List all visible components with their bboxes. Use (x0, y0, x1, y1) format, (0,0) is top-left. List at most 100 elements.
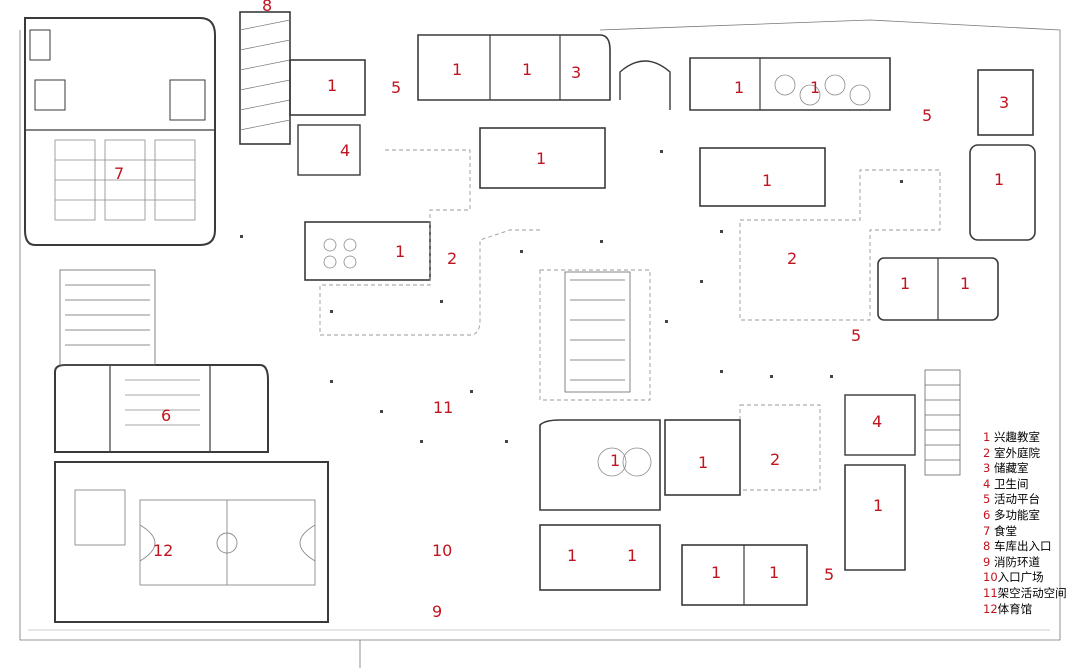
label-9: 9 (432, 602, 443, 621)
legend-num: 12 (983, 601, 998, 616)
stair-right (924, 369, 961, 476)
basketball-court (139, 499, 316, 586)
courtyard-lower (739, 404, 821, 491)
label-1: 1 (960, 274, 971, 293)
label-1: 1 (395, 242, 406, 261)
legend-item: 8 车库出入口 (983, 539, 1067, 555)
canteen-tables (54, 139, 196, 221)
legend-num: 5 (983, 492, 991, 507)
classroom-lower-3 (539, 524, 661, 591)
legend-num: 8 (983, 539, 991, 554)
legend-item: 6 多功能室 (983, 508, 1067, 524)
legend-text: 体育馆 (997, 601, 1033, 616)
legend-item: 1 兴趣教室 (983, 430, 1067, 446)
label-1: 1 (769, 563, 780, 582)
garage-ramp (239, 11, 291, 145)
classroom-mid-2 (699, 147, 826, 207)
legend-num: 4 (983, 476, 991, 491)
canteen-block (24, 17, 216, 246)
label-2: 2 (447, 249, 458, 268)
label-1: 1 (522, 60, 533, 79)
legend-item: 9 消防环道 (983, 555, 1067, 571)
legend-item: 5 活动平台 (983, 492, 1067, 508)
label-8: 8 (262, 0, 273, 15)
legend-item: 3 储藏室 (983, 461, 1067, 477)
label-2: 2 (787, 249, 798, 268)
toilet-top (297, 124, 361, 176)
legend-text: 架空活动空间 (997, 585, 1067, 600)
label-1: 1 (762, 171, 773, 190)
legend-text: 储藏室 (993, 461, 1029, 476)
label-5: 5 (851, 326, 862, 345)
classroom-mid-3 (304, 221, 431, 281)
site-boundary (19, 19, 1061, 668)
legend-num: 2 (983, 445, 991, 460)
classroom-lower-5 (844, 464, 906, 571)
legend-num: 1 (983, 430, 991, 444)
legend-text: 车库出入口 (993, 539, 1052, 554)
label-5: 5 (824, 565, 835, 584)
legend-text: 入口广场 (997, 570, 1044, 585)
legend-num: 11 (983, 585, 998, 600)
label-2: 2 (770, 450, 781, 469)
label-5: 5 (391, 78, 402, 97)
legend-text: 多功能室 (993, 507, 1040, 522)
label-1: 1 (873, 496, 884, 515)
label-10: 10 (432, 541, 453, 560)
classroom-mid-1 (479, 127, 606, 189)
courtyard-left (319, 149, 540, 336)
label-3: 3 (999, 93, 1010, 112)
legend-item: 12体育馆 (983, 602, 1067, 618)
label-1: 1 (900, 274, 911, 293)
label-1: 1 (610, 451, 621, 470)
legend-text: 活动平台 (993, 492, 1040, 507)
legend-item: 7 食堂 (983, 524, 1067, 540)
label-1: 1 (698, 453, 709, 472)
legend-item: 4 卫生间 (983, 477, 1067, 493)
classroom-top-1 (289, 59, 366, 116)
legend-text: 卫生间 (993, 476, 1029, 491)
label-1: 1 (734, 78, 745, 97)
central-stair (564, 271, 631, 393)
courtyard-right (739, 169, 941, 321)
label-1: 1 (452, 60, 463, 79)
classroom-top-3 (689, 57, 891, 111)
label-4: 4 (872, 412, 883, 431)
label-3: 3 (571, 63, 582, 82)
classroom-right (969, 144, 1036, 241)
label-1: 1 (536, 149, 547, 168)
storage-top-arch (619, 60, 671, 110)
label-11: 11 (433, 398, 454, 417)
classroom-lower-1 (539, 419, 661, 511)
legend: 1 兴趣教室 2 室外庭院 3 储藏室 4 卫生间 5 活动平台 6 多功能室 … (983, 430, 1067, 617)
legend-text: 室外庭院 (993, 445, 1040, 460)
classroom-top-2 (417, 34, 611, 101)
multifunction-block (54, 364, 269, 453)
legend-num: 6 (983, 507, 991, 522)
label-5: 5 (922, 106, 933, 125)
label-12: 12 (153, 541, 174, 560)
gymnasium (54, 461, 329, 623)
classroom-lower-2 (664, 419, 741, 496)
label-1: 1 (994, 170, 1005, 189)
legend-text: 食堂 (993, 523, 1017, 538)
columns (240, 150, 903, 443)
legend-item: 2 室外庭院 (983, 446, 1067, 462)
label-1: 1 (567, 546, 578, 565)
label-1: 1 (711, 563, 722, 582)
label-1: 1 (327, 76, 338, 95)
toilet-right (844, 394, 916, 456)
legend-text: 兴趣教室 (993, 430, 1040, 444)
label-7: 7 (114, 164, 125, 183)
legend-item: 10入口广场 (983, 570, 1067, 586)
label-1: 1 (810, 78, 821, 97)
legend-text: 消防环道 (993, 554, 1040, 569)
label-6: 6 (161, 406, 172, 425)
legend-num: 9 (983, 554, 991, 569)
label-4: 4 (340, 141, 351, 160)
storage-right (977, 69, 1034, 136)
legend-num: 7 (983, 523, 991, 538)
legend-num: 3 (983, 461, 991, 476)
legend-num: 10 (983, 570, 998, 585)
